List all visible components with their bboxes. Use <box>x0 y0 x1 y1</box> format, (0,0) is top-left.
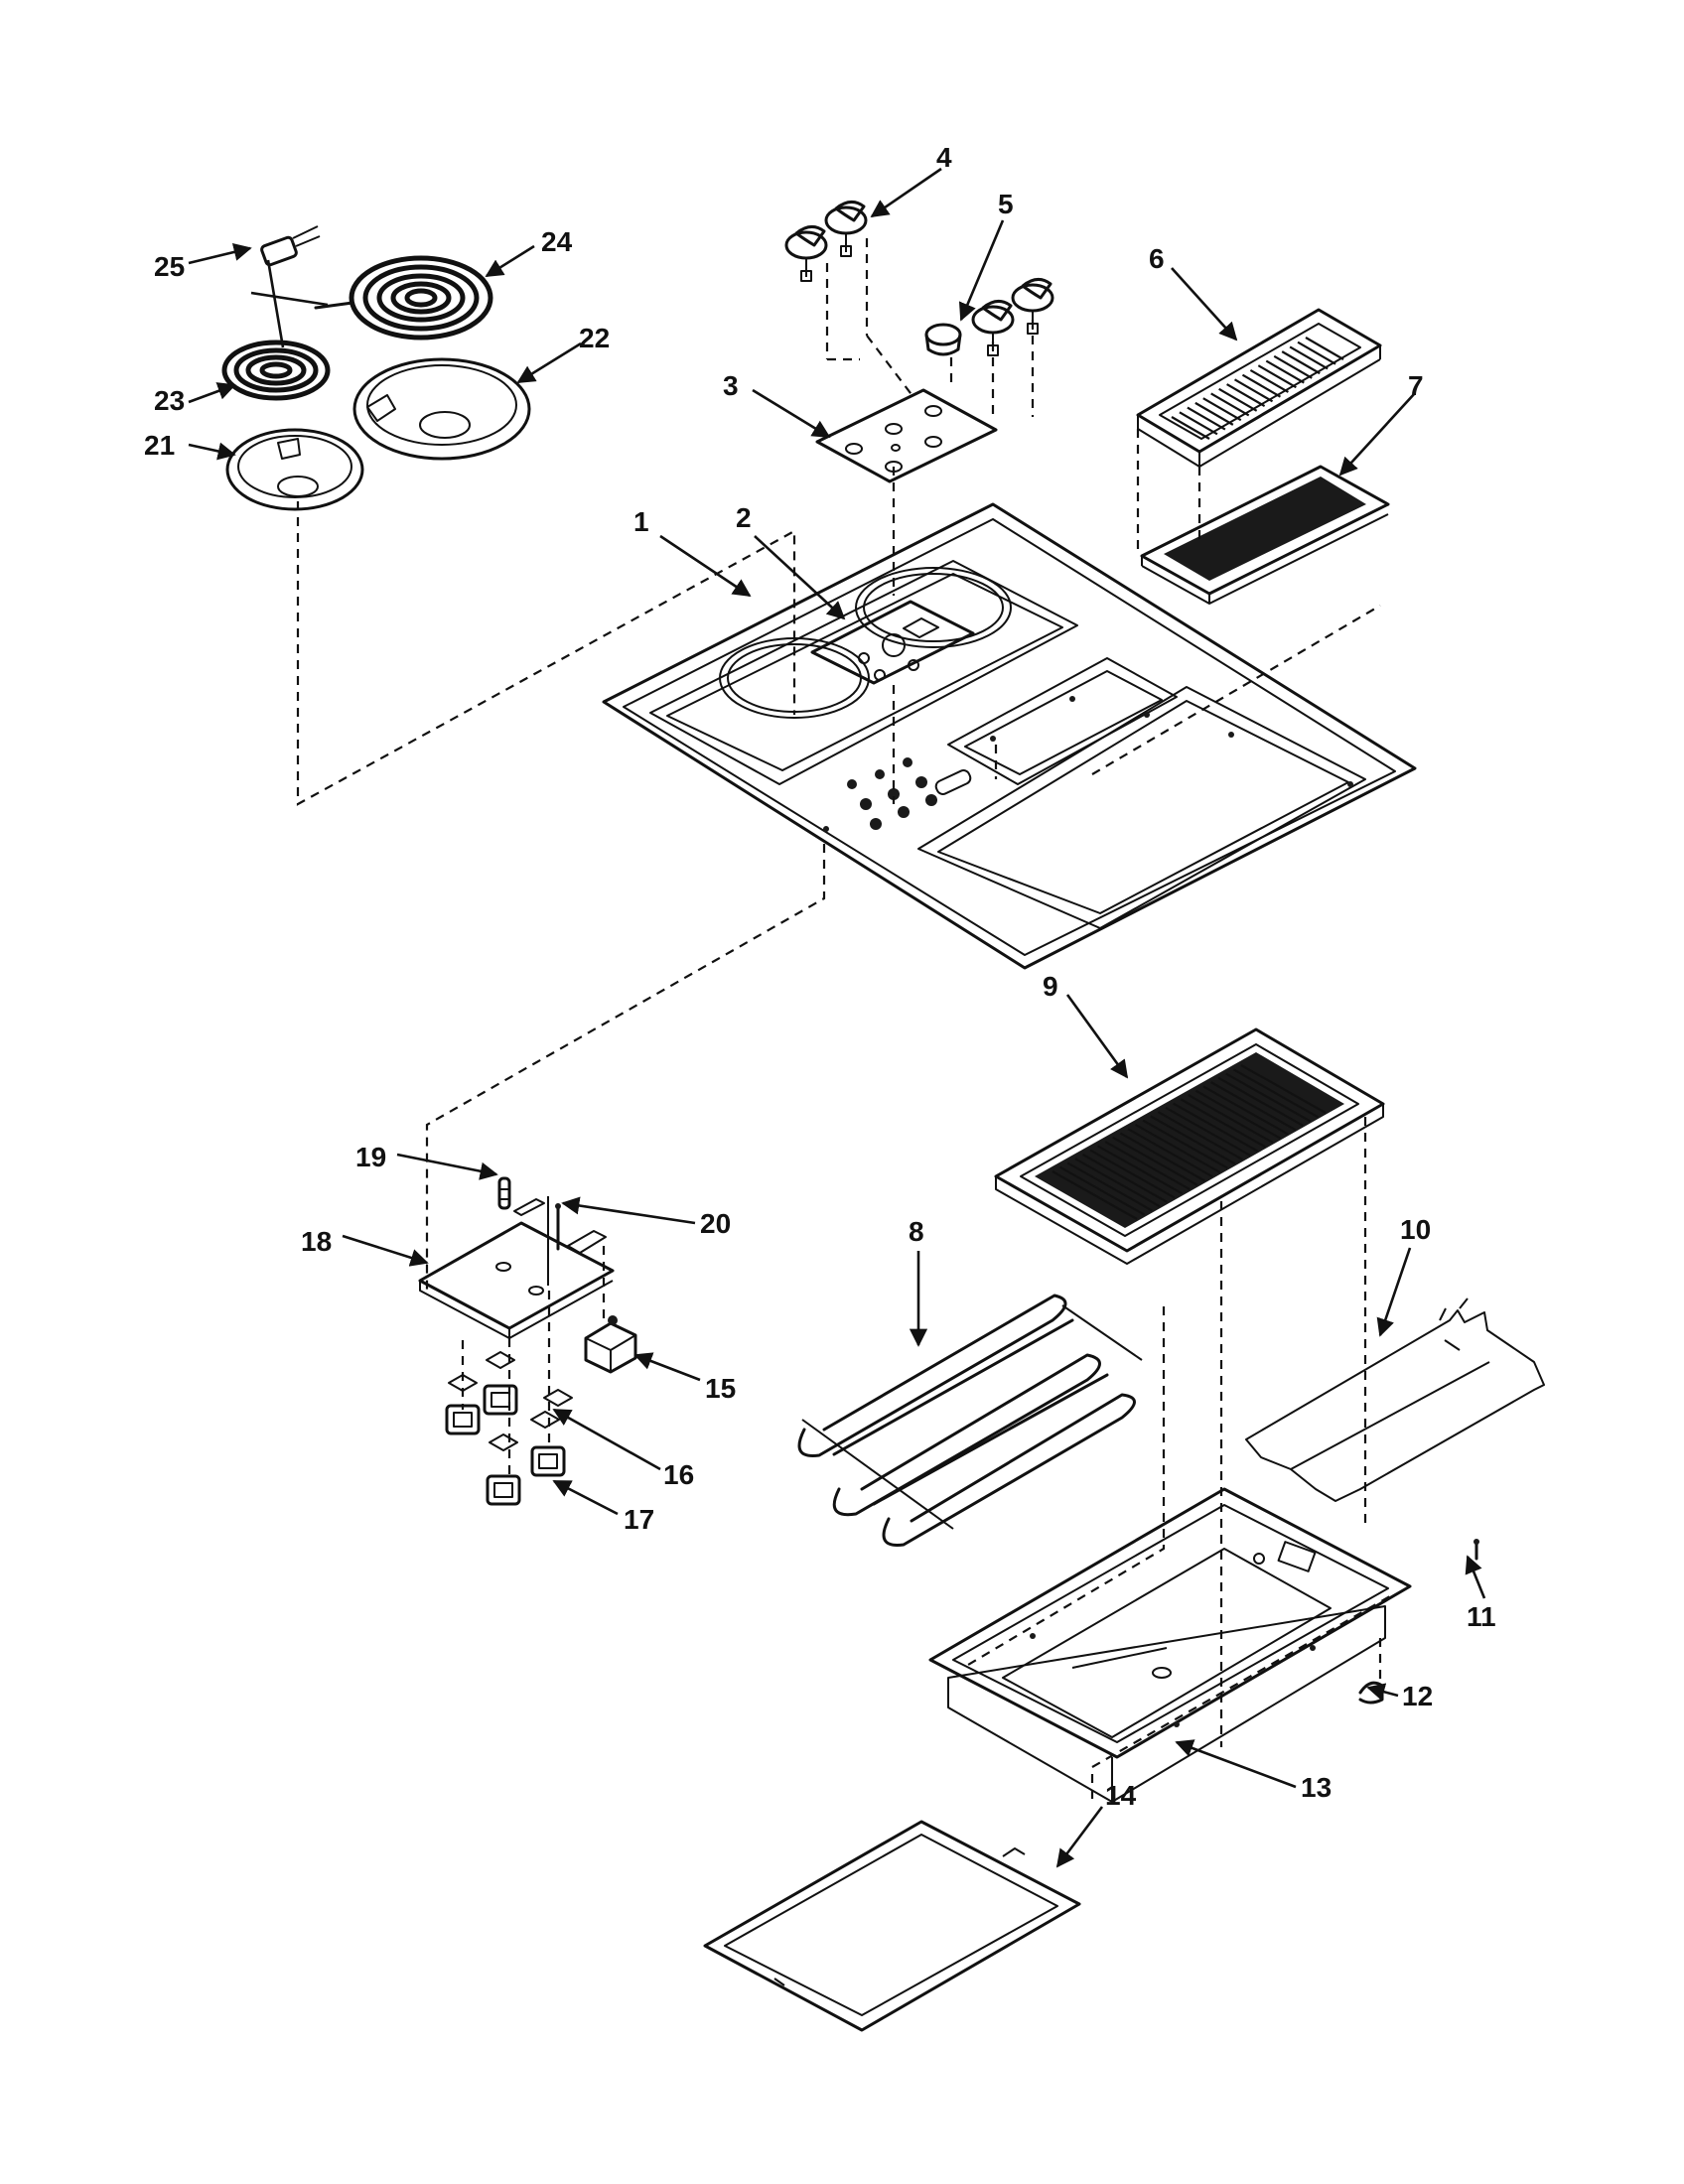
grate-rib <box>1119 1132 1205 1182</box>
grate-rib <box>1257 364 1297 389</box>
grate-rib <box>1171 416 1210 440</box>
grill-grate-top <box>1136 308 1382 468</box>
callout-14: 14 <box>1105 1780 1137 1811</box>
grate-rib <box>1249 368 1289 393</box>
screw <box>1474 1539 1479 1561</box>
callout-9: 9 <box>1043 971 1058 1002</box>
filter-panel <box>1140 465 1390 605</box>
bracket-screw <box>555 1203 561 1251</box>
grate-rib <box>1225 1072 1312 1123</box>
grate-rib <box>1217 1076 1304 1127</box>
grate-rib <box>1273 354 1313 379</box>
grill-grate-large <box>994 1027 1385 1265</box>
grate-rib <box>1052 1170 1138 1220</box>
grate-rib <box>1179 411 1218 436</box>
callout-23: 23 <box>154 385 185 416</box>
grate-rib <box>1127 1128 1213 1178</box>
grate-rib <box>1165 1106 1251 1157</box>
callout-15: 15 <box>705 1373 736 1404</box>
small-drip-bowl <box>225 428 364 511</box>
grate-rib <box>1097 1145 1184 1195</box>
clip <box>1358 1681 1384 1705</box>
callout-3: 3 <box>723 370 739 401</box>
grate-rib <box>1112 1136 1198 1186</box>
control-knobs <box>784 201 1054 356</box>
grate-rib <box>1202 1085 1289 1136</box>
grate-rib <box>1142 1119 1228 1169</box>
callout-1: 1 <box>633 506 649 537</box>
callout-numbers: 1 2 3 4 5 6 7 8 9 10 11 12 13 14 15 16 1… <box>144 142 1496 1811</box>
callout-13: 13 <box>1301 1772 1332 1803</box>
grate-rib <box>1074 1158 1161 1208</box>
grate-rib <box>1265 359 1305 384</box>
grate-rib <box>1059 1165 1146 1216</box>
terminal-block <box>584 1315 637 1374</box>
callout-leaders <box>188 167 1486 1868</box>
grate-rib <box>1281 350 1321 375</box>
callout-12: 12 <box>1402 1681 1433 1711</box>
drip-tray <box>703 1820 1081 2032</box>
grate-rib <box>1240 1064 1327 1114</box>
callout-5: 5 <box>998 189 1014 219</box>
cooktop-frame <box>602 502 1417 970</box>
callout-11: 11 <box>1467 1601 1496 1632</box>
control-plate-insert <box>810 600 975 685</box>
callout-7: 7 <box>1408 370 1424 401</box>
grate-rib <box>1157 1111 1243 1161</box>
callout-10: 10 <box>1400 1214 1431 1245</box>
callout-6: 6 <box>1149 243 1165 274</box>
callout-4: 4 <box>936 142 952 173</box>
grate-rib <box>1066 1161 1153 1212</box>
callout-18: 18 <box>301 1226 332 1257</box>
callout-22: 22 <box>579 323 610 353</box>
grate-rib <box>1233 378 1274 403</box>
grate-rib <box>1297 341 1336 365</box>
callout-2: 2 <box>736 502 752 533</box>
grill-well-pan <box>928 1487 1412 1803</box>
grate-rib <box>1180 1098 1266 1149</box>
grate-rib <box>1210 392 1250 417</box>
grate-rib <box>1218 387 1258 412</box>
grate-rib <box>1081 1153 1168 1203</box>
callout-8: 8 <box>909 1216 924 1247</box>
grill-heating-element <box>797 1294 1143 1547</box>
callout-20: 20 <box>700 1208 731 1239</box>
assembly-guide-lines <box>296 238 1396 1799</box>
grate-rib <box>1289 345 1329 370</box>
grate-rib <box>1104 1141 1191 1190</box>
small-coil-element <box>221 340 331 401</box>
large-drip-bowl <box>352 357 531 461</box>
grate-rib <box>1194 401 1234 426</box>
callout-24: 24 <box>541 226 573 257</box>
element-receptacle <box>250 225 329 348</box>
grate-rib <box>1188 1094 1274 1144</box>
callout-16: 16 <box>663 1459 694 1490</box>
heat-shield <box>1245 1297 1545 1502</box>
grate-rib <box>1210 1081 1297 1132</box>
grate-rib <box>1202 397 1242 422</box>
indicator-light <box>924 323 962 356</box>
grate-rib <box>1135 1123 1221 1173</box>
callout-21: 21 <box>144 430 175 461</box>
grate-rib <box>1150 1115 1236 1165</box>
switch-insulators <box>448 1351 573 1451</box>
grate-rib <box>1187 406 1226 431</box>
bolt <box>497 1176 511 1210</box>
callout-19: 19 <box>355 1142 386 1172</box>
grate-rib <box>1232 1068 1319 1119</box>
callout-25: 25 <box>154 251 185 282</box>
large-coil-element <box>314 255 493 341</box>
callout-17: 17 <box>624 1504 654 1535</box>
infinite-switches <box>445 1384 566 1506</box>
switch-bracket <box>418 1196 615 1339</box>
grate-rib <box>1173 1102 1259 1153</box>
grate-rib <box>1226 383 1266 408</box>
knob-mounting-plate <box>815 388 998 483</box>
grate-rib <box>1194 1089 1281 1140</box>
grate-rib <box>1089 1149 1176 1199</box>
grate-rib <box>1241 373 1282 398</box>
grate-rib <box>1305 337 1344 360</box>
